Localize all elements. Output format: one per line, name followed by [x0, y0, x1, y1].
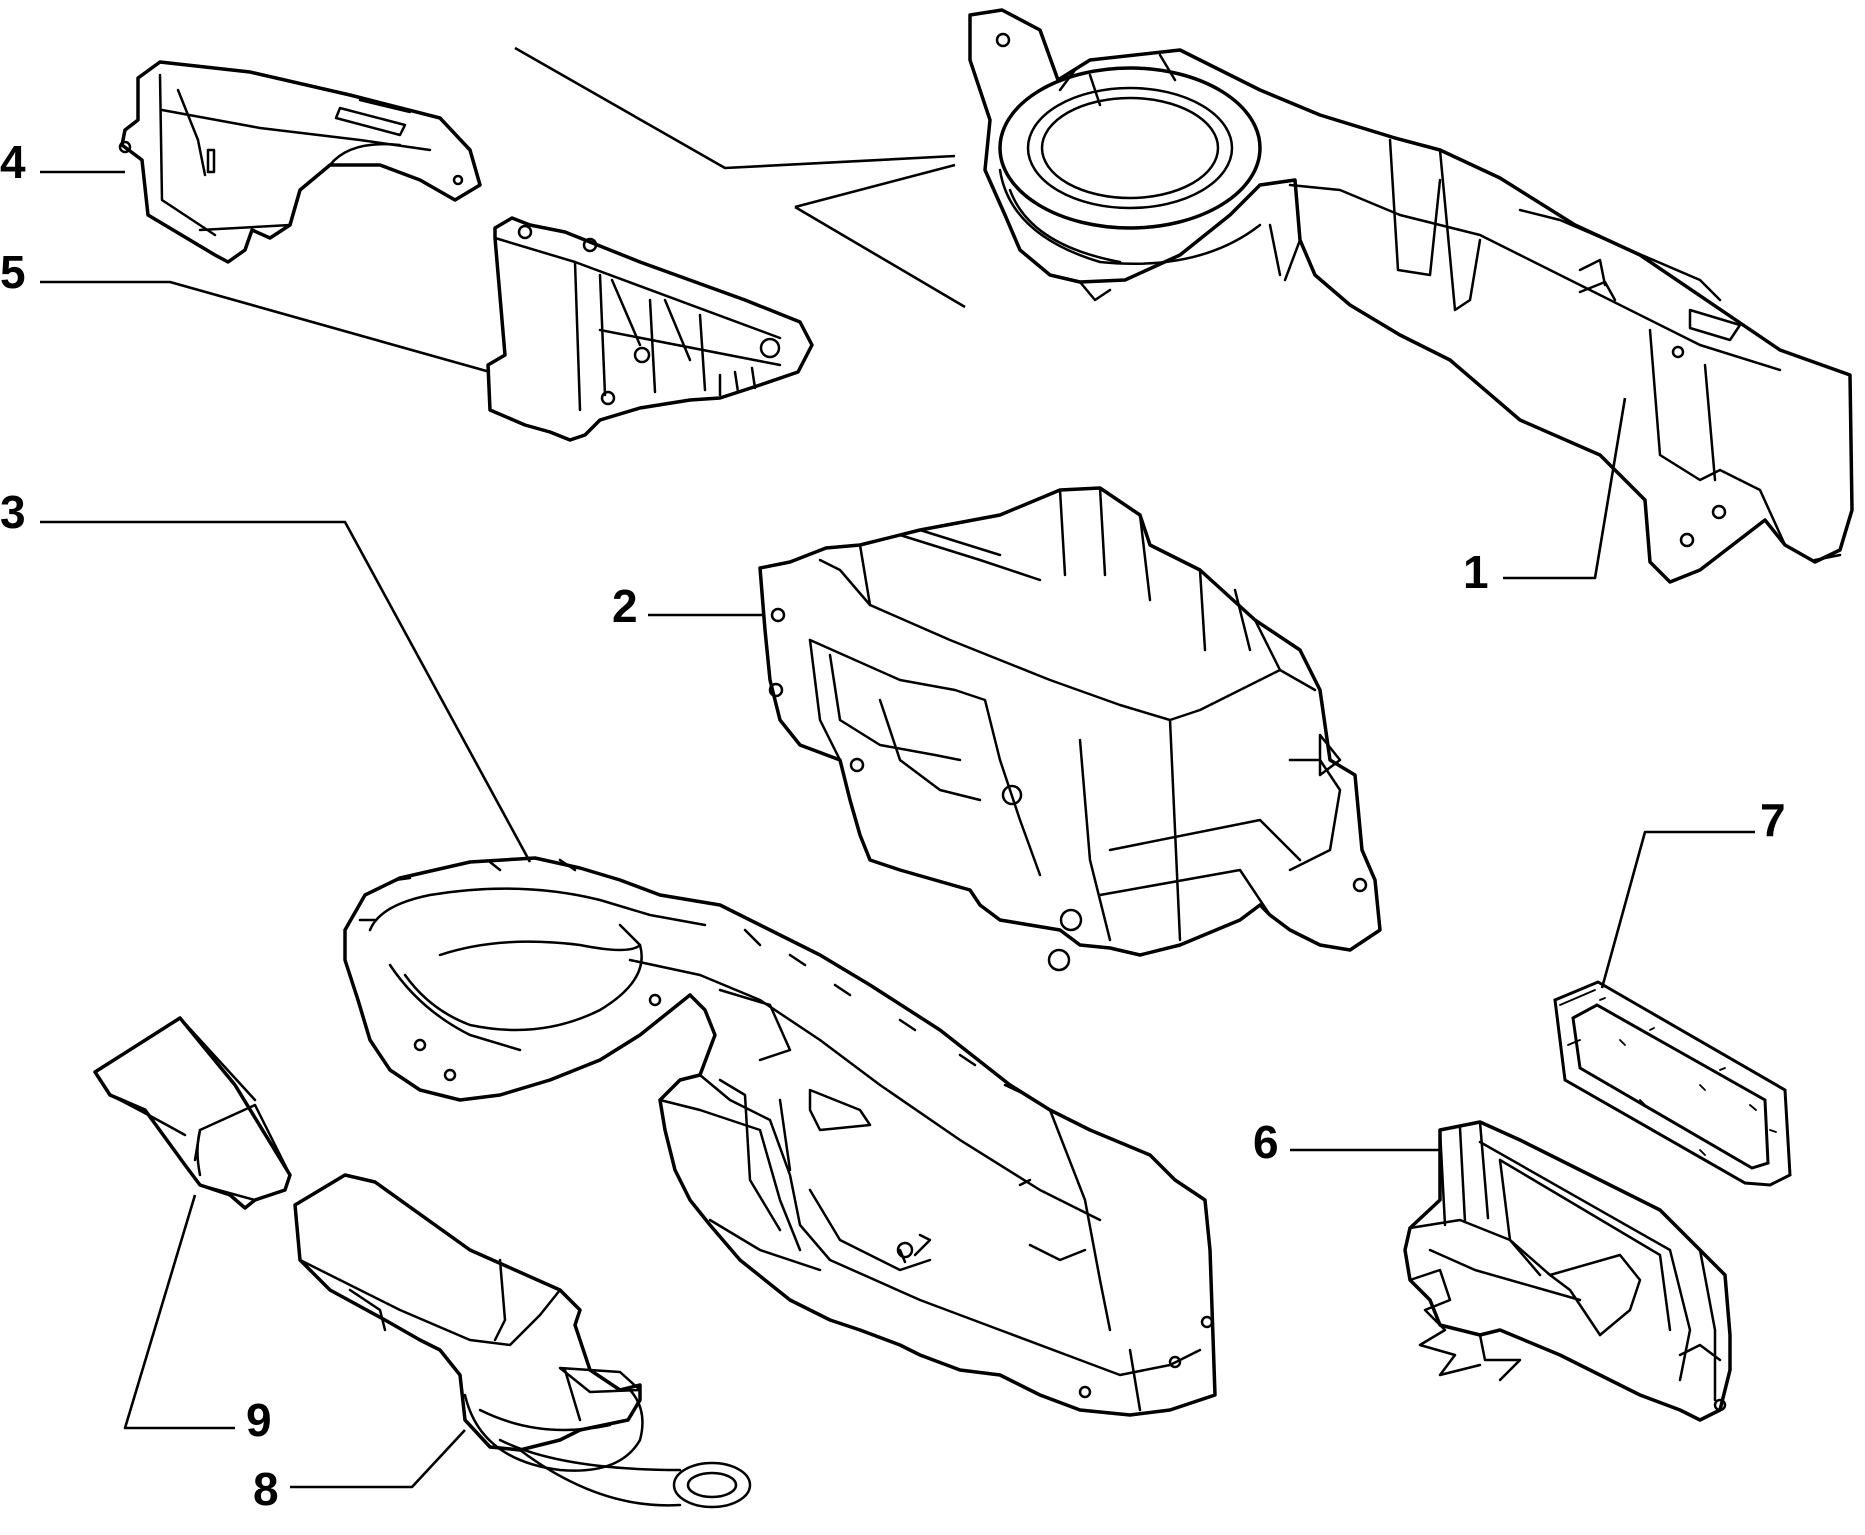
part-8-air-duct [293, 1173, 752, 1509]
callout-4: 4 [0, 136, 26, 188]
part-7-gasket [1553, 980, 1792, 1187]
leader-9 [123, 1194, 235, 1430]
part-5-bracket [486, 216, 814, 442]
callout-7: 7 [1760, 794, 1786, 846]
leader-7 [1600, 830, 1755, 989]
part-9-air-duct [93, 1016, 292, 1210]
callout-5: 5 [0, 246, 26, 298]
callout-leaders [40, 170, 1755, 1489]
callout-3: 3 [0, 486, 26, 538]
callout-6: 6 [1253, 1116, 1279, 1168]
leader-8 [290, 1429, 466, 1489]
leader-5 [40, 280, 491, 374]
callout-labels: 4 5 3 2 1 7 6 9 8 [0, 136, 1786, 1515]
callout-2: 2 [612, 580, 638, 632]
assembly-reference-lines [514, 46, 966, 309]
part-1-blower-housing [968, 8, 1854, 584]
leader-3 [40, 520, 532, 863]
part-3-lower-housing [343, 856, 1217, 1417]
part-2-heater-box [758, 486, 1382, 972]
callout-9: 9 [246, 1394, 272, 1446]
callout-1: 1 [1463, 546, 1489, 598]
part-4-duct-cover [118, 60, 482, 264]
leader-1 [1503, 397, 1627, 580]
part-6-filter-housing [1403, 1120, 1732, 1422]
callout-8: 8 [253, 1463, 279, 1515]
